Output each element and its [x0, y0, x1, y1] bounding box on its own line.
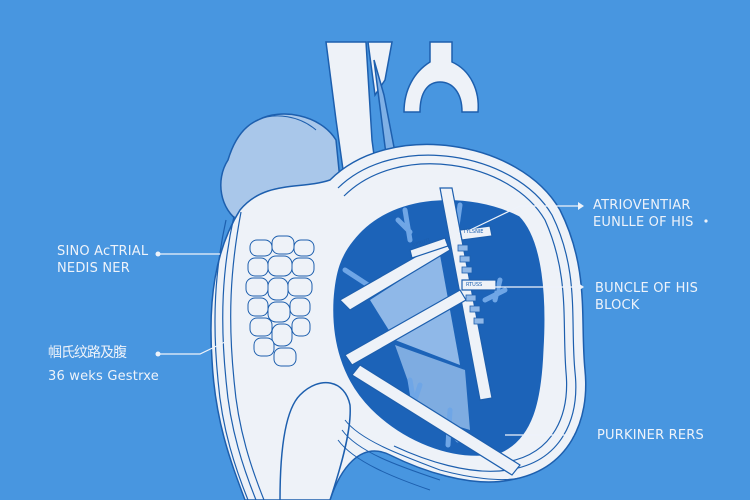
label-sa-node-line2: NEDIS NER	[57, 261, 130, 276]
pointer-lines	[158, 205, 578, 436]
coronary-branches	[342, 202, 508, 448]
label-purkinje: PURKINER RERS	[597, 427, 704, 444]
pointer-arrowheads	[155, 202, 708, 439]
tag-plate-3	[461, 279, 497, 291]
lower-lobe	[279, 381, 351, 500]
bundle-of-his	[439, 187, 493, 401]
tag-plate-2	[459, 225, 493, 241]
label-av-bundle-line1: ATRIOVENTIAR	[593, 198, 691, 213]
label-sa-node-line1: SINO AcTRIAL	[57, 244, 149, 259]
purkinje-fiber	[351, 364, 521, 476]
myocardium-cells	[245, 235, 315, 367]
label-gestation-line2: 36 weks Gestrxe	[48, 369, 159, 384]
conduction-system	[339, 187, 521, 476]
aortic-arch	[403, 41, 479, 113]
label-av-bundle: ATRIOVENTIAR EUNLLE OF HIS	[593, 197, 694, 231]
label-gestation: 帼氏纹路及腹 36 weks Gestrxe	[48, 345, 159, 385]
label-sa-node: SINO AcTRIAL NEDIS NER	[57, 243, 148, 277]
label-purkinje-line1: PURKINER RERS	[597, 428, 704, 443]
vessel-branch	[367, 41, 393, 98]
label-av-bundle-line2: EUNLLE OF HIS	[593, 215, 694, 230]
label-bundle-block-line2: BLOCK	[595, 298, 640, 313]
septum-light-region	[370, 255, 460, 365]
left-bundle-branch	[339, 239, 451, 311]
lower-contours	[337, 419, 521, 491]
tiny-tag-3: RTUSS	[466, 282, 483, 288]
tiny-tag-2: TYLSNIE	[463, 229, 484, 235]
his-segments	[457, 244, 485, 325]
stray-dot	[704, 219, 708, 223]
label-bundle-block: BUNCLE OF HIS BLOCK	[595, 280, 698, 314]
wall-contour-lines	[214, 154, 577, 500]
label-gestation-glyphs: 帼氏纹路及腹	[48, 345, 127, 361]
label-bundle-block-line1: BUNCLE OF HIS	[595, 281, 699, 296]
tag-plate-1	[409, 237, 449, 259]
atrial-fold	[257, 115, 317, 131]
